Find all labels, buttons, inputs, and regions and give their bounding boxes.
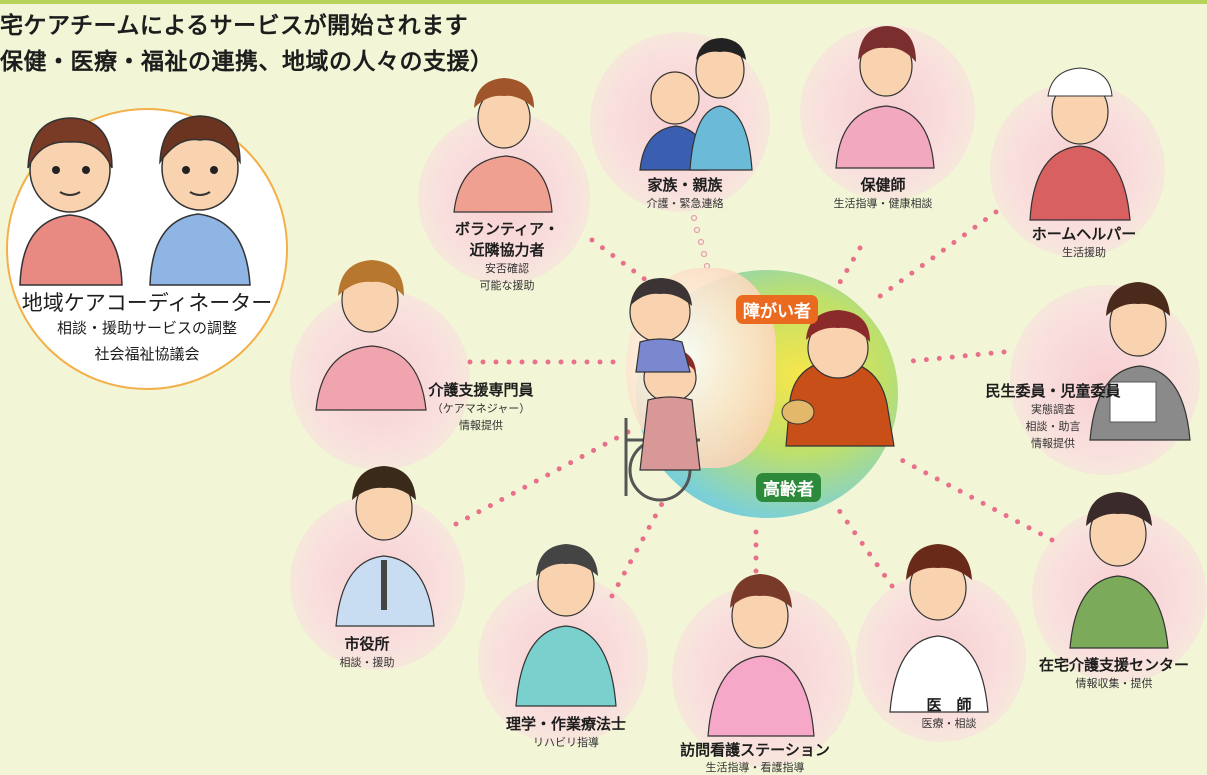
volunteer-figure [453,78,553,213]
cat-icon [781,399,815,425]
node-visiting-nurse: 訪問看護ステーション 生活指導・看護指導 [650,739,860,775]
node-doctor-name: 医 師 [926,696,972,714]
node-public-health-nurse-line-1: 生活指導・健康相談 [833,197,933,210]
disabled-badge: 障がい者 [736,295,818,324]
node-volunteer-line-3: 可能な援助 [479,279,535,292]
node-welfare-commissioner: 民生委員・児童委員 実態調査 相談・助言 情報提供 [968,380,1138,452]
node-doctor: 医 師 医療・相談 [894,694,1004,732]
node-therapist: 理学・作業療法士 リハビリ指導 [486,713,646,751]
node-family: 家族・親族 介護・緊急連絡 [630,174,740,212]
public-health-nurse-figure [835,26,935,169]
node-volunteer-line-2: 安否確認 [485,262,529,275]
node-city-hall-name: 市役所 [344,635,390,653]
connector-welfare-commissioner [899,349,1007,365]
home-care-center-figure [1069,492,1169,649]
therapist-figure [515,544,617,707]
node-care-manager-line-2: 情報提供 [459,419,503,432]
node-public-health-nurse: 保健師 生活指導・健康相談 [808,174,958,212]
node-home-helper-name: ホームヘルパー [1031,225,1137,243]
node-family-line-1: 介護・緊急連絡 [646,197,724,210]
node-home-care-center-line-1: 情報収集・提供 [1075,677,1153,690]
node-welfare-commissioner-line-1: 実態調査 [1031,403,1075,416]
node-therapist-name: 理学・作業療法士 [505,715,626,733]
node-volunteer-line-1: 近隣協力者 [469,241,545,259]
node-therapist-line-1: リハビリ指導 [533,736,599,749]
node-care-manager-line-1: （ケアマネジャー） [431,402,531,415]
home-helper-figure [1029,67,1131,221]
node-welfare-commissioner-name: 民生委員・児童委員 [985,382,1121,400]
node-home-care-center-name: 在宅介護支援センター [1038,656,1189,674]
connector-therapist [609,497,667,599]
coordinator-title: 地域ケアコーディネーター [21,291,273,315]
family-figure [639,38,753,171]
top-bar [0,0,1207,4]
node-family-name: 家族・親族 [647,176,723,194]
node-volunteer-name: ボランティア・ [454,220,560,238]
node-home-care-center: 在宅介護支援センター 情報収集・提供 [1026,654,1202,692]
node-visiting-nurse-name: 訪問看護ステーション [680,741,830,759]
coordinator-woman-figure [19,117,123,286]
welfare-commissioner-figure [1089,282,1191,441]
node-city-hall: 市役所 相談・援助 [312,633,422,671]
elderly-woman-figure [785,310,895,447]
caregiver-figure [629,278,692,373]
node-welfare-commissioner-line-3: 情報提供 [1031,437,1075,450]
node-volunteer: ボランティア・ 近隣協力者 安否確認 可能な援助 [432,218,582,294]
clipboard-icon [1109,381,1157,423]
node-home-helper-line-1: 生活援助 [1062,246,1106,259]
city-hall-figure [335,466,435,627]
coordinator-line-2: 社会福祉協議会 [94,345,200,363]
elderly-badge: 高齢者 [756,473,821,502]
node-visiting-nurse-line-1: 生活指導・看護指導 [705,761,805,774]
title-line-2: 保健・医療・福祉の連携、地域の人々の支援） [0,49,494,75]
title-line-1: 宅ケアチームによるサービスが開始されます [0,13,469,39]
connector-home-care-center [891,453,1055,543]
node-doctor-line-1: 医療・相談 [921,717,977,730]
node-public-health-nurse-name: 保健師 [860,176,906,194]
coordinator-line-1: 相談・援助サービスの調整 [56,319,237,337]
connector-home-helper [869,209,999,305]
node-care-manager-name: 介護支援専門員 [428,381,534,399]
node-city-hall-line-1: 相談・援助 [339,656,395,669]
coordinator-man-figure [149,115,251,286]
doctor-figure [889,544,989,713]
node-home-helper: ホームヘルパー 生活援助 [1004,223,1164,261]
visiting-nurse-figure [707,574,815,737]
care-manager-figure [315,260,427,411]
node-welfare-commissioner-line-2: 相談・助言 [1025,420,1081,433]
node-care-manager: 介護支援専門員 （ケアマネジャー） 情報提供 [406,379,556,434]
